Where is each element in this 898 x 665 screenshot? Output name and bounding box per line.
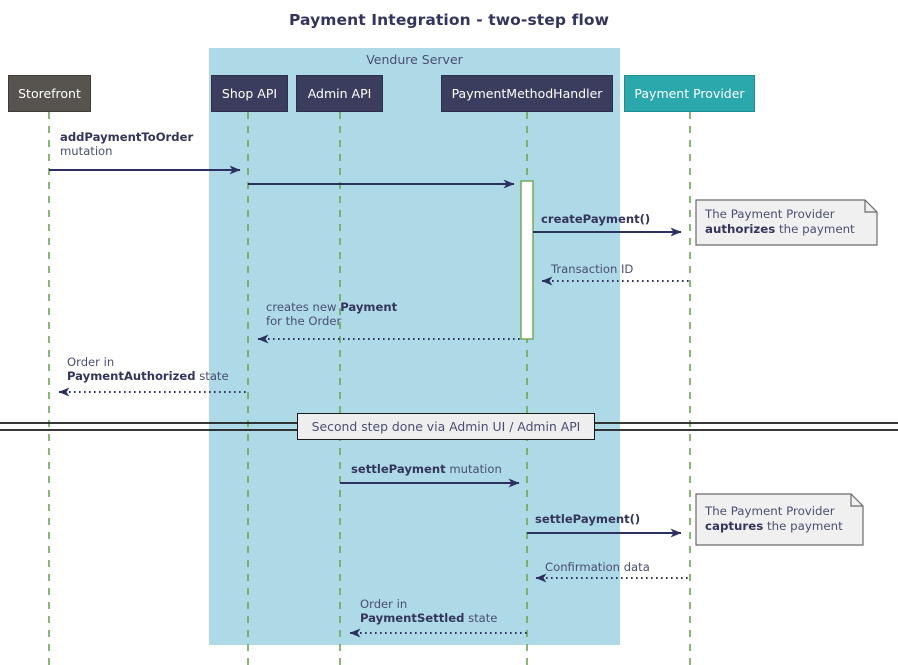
message-label-add-payment-to-order-bold: addPaymentToOrder [60, 130, 194, 144]
note-authorizes-shape [695, 199, 878, 246]
note-captures-line1: The Payment Provider [705, 504, 835, 518]
message-label-order-payment-settled-bold: PaymentSettled [360, 611, 465, 625]
participant-storefront[interactable]: Storefront [8, 75, 91, 112]
participant-shop-api-label: Shop API [221, 86, 278, 101]
divider-second-step: Second step done via Admin UI / Admin AP… [297, 413, 595, 440]
note-authorizes: The Payment Provider authorizes the paym… [696, 200, 877, 245]
note-authorizes-line1: The Payment Provider [705, 207, 835, 221]
group-label-vendure-server: Vendure Server [366, 52, 463, 67]
note-captures: The Payment Provider captures the paymen… [696, 497, 863, 545]
message-label-settle-payment-mutation-rest: mutation [445, 462, 502, 476]
note-authorizes-rest: the payment [775, 222, 855, 236]
note-captures-rest: the payment [763, 519, 843, 533]
message-label-order-payment-authorized-line1: Order in [67, 355, 115, 369]
message-label-order-payment-authorized-rest: state [195, 369, 229, 383]
diagram-title: Payment Integration - two-step flow [288, 11, 610, 29]
message-label-settle-payment-call: settlePayment() [535, 512, 640, 526]
message-label-creates-new-payment-pre: creates new [266, 300, 341, 314]
message-label-confirmation-data: Confirmation data [545, 560, 650, 574]
participant-storefront-label: Storefront [18, 86, 81, 101]
message-label-settle-payment-call-bold: settlePayment() [535, 512, 641, 526]
participant-admin-api-label: Admin API [307, 86, 372, 101]
participant-payment-method-handler-label: PaymentMethodHandler [451, 86, 603, 101]
participant-payment-provider[interactable]: Payment Provider [624, 75, 755, 112]
group-box-vendure-server [209, 48, 620, 645]
message-label-settle-payment-mutation: settlePayment mutation [351, 462, 502, 476]
message-label-order-payment-settled-line1: Order in [360, 597, 408, 611]
message-label-order-payment-authorized: Order in PaymentAuthorized state [67, 355, 229, 383]
participant-payment-method-handler[interactable]: PaymentMethodHandler [441, 75, 613, 112]
message-label-creates-new-payment: creates new Payment for the Order [266, 300, 397, 328]
message-label-transaction-id: Transaction ID [551, 262, 634, 276]
message-label-creates-new-payment-line2: for the Order [266, 314, 342, 328]
message-label-creates-new-payment-bold: Payment [340, 300, 398, 314]
activation-bar-handler [520, 180, 534, 340]
divider-second-step-label: Second step done via Admin UI / Admin AP… [311, 419, 581, 434]
participant-shop-api[interactable]: Shop API [211, 75, 288, 112]
message-label-create-payment: createPayment() [541, 212, 650, 226]
message-label-order-payment-authorized-bold: PaymentAuthorized [67, 369, 196, 383]
message-label-add-payment-to-order-rest: mutation [60, 144, 113, 158]
message-label-order-payment-settled: Order in PaymentSettled state [360, 597, 497, 625]
participant-payment-provider-label: Payment Provider [634, 86, 745, 101]
message-label-add-payment-to-order: addPaymentToOrder mutation [60, 130, 193, 158]
participant-admin-api[interactable]: Admin API [296, 75, 383, 112]
note-authorizes-bold: authorizes [705, 222, 776, 236]
note-captures-bold: captures [705, 519, 764, 533]
message-label-order-payment-settled-rest: state [464, 611, 498, 625]
message-label-create-payment-bold: createPayment() [541, 212, 651, 226]
note-captures-shape [695, 493, 864, 546]
message-label-settle-payment-mutation-bold: settlePayment [351, 462, 446, 476]
